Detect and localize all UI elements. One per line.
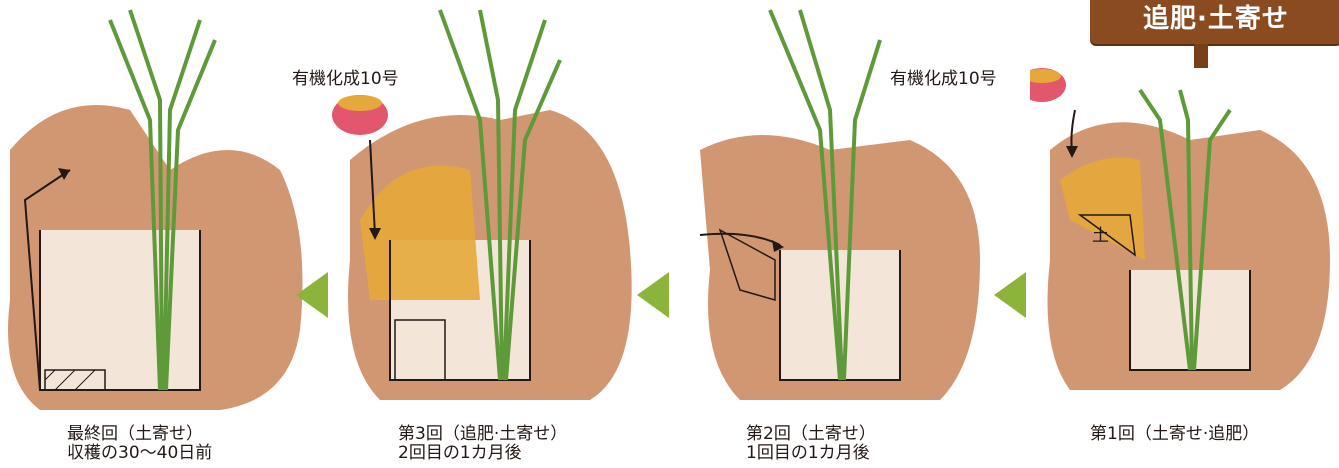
caption-final-line1: 最終回（土寄せ） <box>67 425 212 444</box>
caption-second: 第2回（土寄せ） 1回目の1カ月後 <box>746 425 876 463</box>
caption-second-line1: 第2回（土寄せ） <box>746 425 876 444</box>
panel-final-illustration <box>0 0 320 468</box>
caption-third-line1: 第3回（追肥·土寄せ） <box>398 425 567 444</box>
caption-third: 第3回（追肥·土寄せ） 2回目の1カ月後 <box>398 425 567 463</box>
caption-third-line2: 2回目の1カ月後 <box>398 444 567 463</box>
sequence-arrow-2 <box>637 272 669 318</box>
fertilizer-label-first: 有機化成10号 <box>890 64 997 89</box>
panel-first-illustration <box>1030 0 1339 468</box>
caption-first: 第1回（土寄せ·追肥） <box>1090 425 1259 444</box>
caption-first-line1: 第1回（土寄せ·追肥） <box>1090 425 1259 444</box>
caption-second-line2: 1回目の1カ月後 <box>746 444 876 463</box>
fertilizer-label-third: 有機化成10号 <box>292 64 399 89</box>
sequence-arrow-3 <box>994 272 1026 318</box>
panel-final: 最終回（土寄せ） 収穫の30～40日前 <box>0 0 320 468</box>
panel-first: 土 第1回（土寄せ·追肥） <box>1030 0 1339 468</box>
caption-final-line2: 収穫の30～40日前 <box>67 444 212 463</box>
sequence-arrow-1 <box>296 272 328 318</box>
caption-final: 最終回（土寄せ） 収穫の30～40日前 <box>67 425 212 463</box>
soil-label: 土 <box>1092 221 1109 246</box>
